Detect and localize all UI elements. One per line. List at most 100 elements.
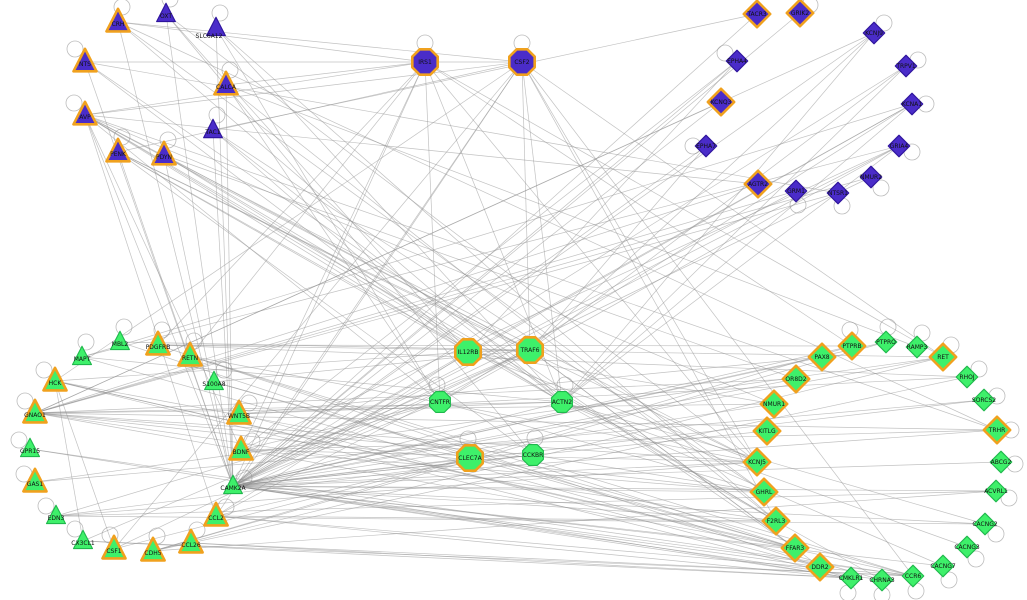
node-GPR15[interactable]	[19, 437, 41, 458]
edge-CNTFR-BDNF[interactable]	[240, 401, 441, 451]
node-CAMK2A[interactable]	[223, 474, 243, 495]
edge-PDYN-OR8D2[interactable]	[163, 154, 797, 380]
edge-CCL2-CMKLR1[interactable]	[215, 515, 852, 579]
edge-CAMK2A-ACVRL1[interactable]	[232, 485, 997, 492]
node-CCR6[interactable]	[901, 564, 925, 588]
edge-SLC6A12-CNTFR[interactable]	[215, 27, 441, 403]
node-PDYN[interactable]	[151, 140, 177, 166]
edge-GNAO1-NMUR1[interactable]	[34, 403, 775, 414]
self-loop-EDN3[interactable]	[37, 497, 55, 515]
edge-ACTN2-WNT5B[interactable]	[238, 401, 563, 415]
edge-CAMK2A-GHRL[interactable]	[232, 485, 765, 493]
edge-PDYN-ACTN2[interactable]	[163, 154, 563, 403]
node-CLEC7A[interactable]	[455, 443, 485, 473]
self-loop-CACNG7[interactable]	[940, 571, 958, 589]
edge-CAMK2A-GRIA4[interactable]	[232, 145, 900, 487]
node-EPHA7[interactable]	[694, 134, 718, 158]
edge-CAMK2A-CMKLR1[interactable]	[232, 485, 852, 579]
edge-PDGFRB-PTPRB[interactable]	[157, 344, 853, 347]
node-KITLG[interactable]	[752, 416, 782, 446]
edge-BDNF-KCNJ5[interactable]	[240, 449, 758, 463]
node-RAMP3[interactable]	[905, 335, 929, 359]
edge-BDNF-GRIA4[interactable]	[240, 145, 900, 451]
edge-PDYN-TRAF6[interactable]	[163, 154, 531, 351]
edge-CAMK2A-F2RL3[interactable]	[232, 485, 777, 522]
edge-GNAO1-TRHR[interactable]	[34, 412, 998, 431]
edge-TRAF6-CAMK2A[interactable]	[232, 349, 531, 487]
edge-CCL2-CCR6[interactable]	[215, 515, 914, 577]
node-PAX8[interactable]	[807, 342, 837, 372]
node-RETN[interactable]	[177, 341, 203, 367]
edge-CRH-CAMK2A[interactable]	[117, 21, 234, 487]
edge-TRAF6-FFAR3[interactable]	[529, 349, 796, 549]
edge-AVP-F2RL3[interactable]	[84, 114, 777, 522]
edge-AVP-NMUR1[interactable]	[84, 114, 775, 405]
node-CALCA[interactable]	[213, 70, 239, 96]
node-TRHR[interactable]	[982, 415, 1012, 445]
edge-TAC1-GHRL[interactable]	[212, 129, 765, 493]
edge-GNAO1-OR8D2[interactable]	[34, 378, 797, 414]
edge-SLC6A12-CAMK2A[interactable]	[215, 27, 234, 487]
node-CACNG3[interactable]	[955, 535, 979, 559]
edge-IL12RB-NMUR1[interactable]	[467, 351, 775, 405]
edge-CDH5-RHOJ[interactable]	[152, 376, 968, 552]
edge-SLC6A12-F2RL3[interactable]	[215, 27, 777, 522]
self-loop-SLC6A12[interactable]	[211, 4, 229, 22]
node-DDR2[interactable]	[805, 552, 835, 582]
self-loop-CX3CL1[interactable]	[66, 520, 84, 538]
node-AGTR2[interactable]	[743, 169, 773, 199]
edge-CAMK2A-RET[interactable]	[232, 356, 944, 487]
edge-ACTN2-KCNJ9[interactable]	[561, 32, 875, 403]
edge-PENK-CAMK2A[interactable]	[117, 151, 234, 487]
node-CX3CL1[interactable]	[72, 529, 94, 550]
edge-IL12RB-EPHA4[interactable]	[467, 60, 738, 353]
node-OR8D2[interactable]	[781, 364, 811, 394]
edge-IRS1-PTPRB[interactable]	[424, 61, 853, 347]
edge-PENK-CSF2[interactable]	[117, 61, 523, 153]
edge-GNAO1-NMUR2[interactable]	[34, 176, 872, 414]
edge-S100A8-TRAF6[interactable]	[213, 349, 531, 383]
node-RHOJ[interactable]	[955, 365, 979, 389]
edge-GNAO1-KCNQ3[interactable]	[34, 101, 722, 414]
edge-IRS1-PDGFRB[interactable]	[157, 61, 426, 346]
edge-WNT5B-RHOJ[interactable]	[238, 376, 968, 415]
edge-IRS1-BDNF[interactable]	[240, 61, 426, 451]
node-TAC1[interactable]	[203, 118, 223, 139]
node-CRH[interactable]	[105, 7, 131, 33]
node-CHRNA3[interactable]	[870, 568, 894, 592]
edge-GPR15-CCR6[interactable]	[29, 448, 914, 577]
node-IRS1[interactable]	[410, 47, 440, 76]
edge-TRAF6-CSF1[interactable]	[113, 349, 531, 550]
edge-NTS-IL12RB[interactable]	[84, 61, 469, 353]
edge-CAMK2A-GRIK2[interactable]	[232, 12, 801, 487]
self-loop-CACNG2[interactable]	[987, 525, 1005, 543]
node-CSF1[interactable]	[101, 534, 127, 560]
node-GNAO1[interactable]	[22, 398, 48, 424]
node-TRPV1[interactable]	[894, 54, 918, 78]
edge-AVP-CNTFR[interactable]	[84, 114, 441, 403]
node-PENK[interactable]	[105, 137, 131, 163]
edge-HCK-FFAR3[interactable]	[54, 380, 796, 549]
self-loop-MAPT[interactable]	[77, 333, 95, 351]
node-SORCS2[interactable]	[972, 388, 996, 412]
node-EPHA4[interactable]	[725, 49, 749, 73]
edge-GNAO1-KCNJ5[interactable]	[34, 412, 758, 463]
self-loop-CCR6[interactable]	[907, 582, 925, 600]
edge-CSF2-KCNJ5[interactable]	[521, 61, 758, 463]
edge-CSF2-F2RL3[interactable]	[521, 61, 777, 522]
self-loop-CCL26[interactable]	[188, 521, 206, 539]
edge-HCK-CMKLR1[interactable]	[54, 380, 852, 579]
edge-CSF2-CCL2[interactable]	[215, 61, 523, 517]
edge-CDH5-ACVRL1[interactable]	[152, 490, 997, 552]
edge-IL12RB-KCNJ5[interactable]	[467, 351, 758, 463]
edge-RETN-FFAR3[interactable]	[189, 355, 796, 549]
edge-CX3CL1-HCK[interactable]	[54, 380, 84, 542]
edge-MAPT-CHRNA3[interactable]	[81, 356, 883, 581]
edge-CNTFR-GHRL[interactable]	[439, 401, 765, 493]
edge-OXT-KCNJ5[interactable]	[165, 13, 758, 463]
edge-CCKBR-GNAO1[interactable]	[34, 412, 534, 456]
self-loop-CMKLR1[interactable]	[839, 584, 857, 600]
node-PTPRO[interactable]	[874, 330, 898, 354]
self-loop-AVP[interactable]	[65, 94, 83, 112]
node-IL12RB[interactable]	[453, 337, 483, 367]
